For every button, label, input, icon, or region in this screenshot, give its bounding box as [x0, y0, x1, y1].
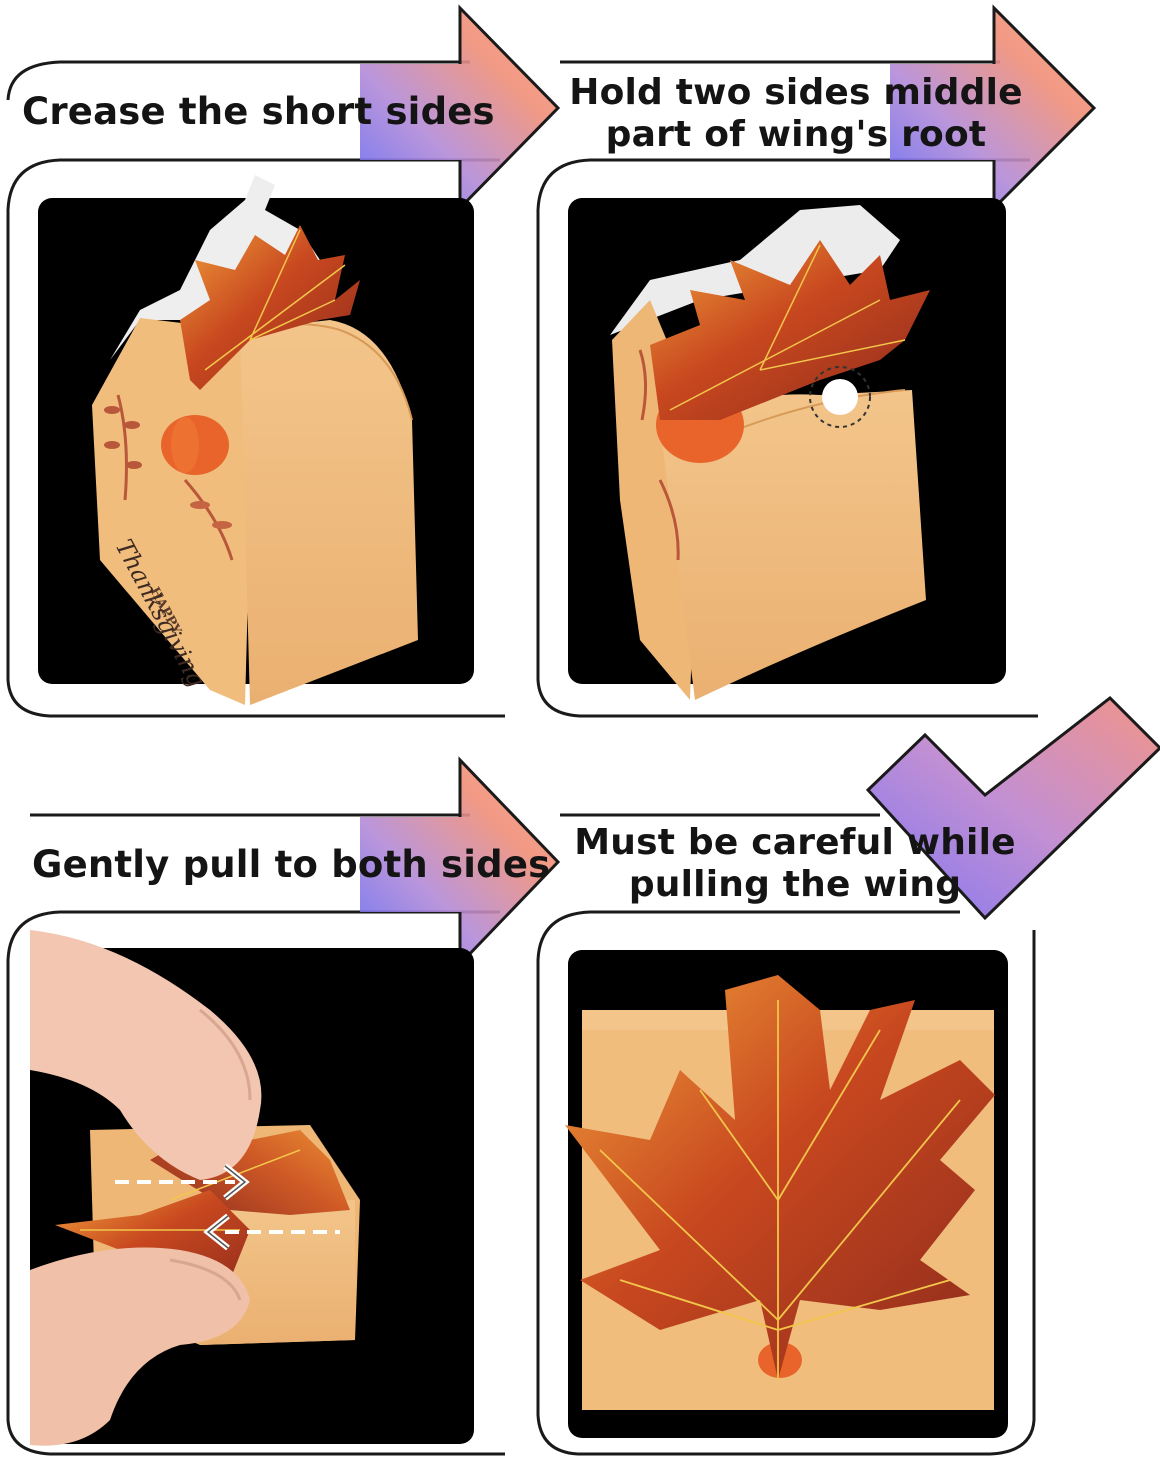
step-3-title: Gently pull to both sides	[32, 843, 551, 886]
step-1-arrow-icon	[360, 4, 561, 212]
step-4-panel	[536, 696, 1160, 1456]
step-2-arrow-icon	[890, 4, 1097, 212]
step-2-title-line-1: Hold two sides middle	[569, 72, 1023, 113]
pull-right-arrow-icon	[115, 1163, 250, 1201]
step-1-panel: HAPPY Thanksgiving	[6, 4, 561, 718]
check-mark-icon	[865, 696, 1160, 921]
hold-point-marker-icon	[809, 366, 871, 428]
step-4-frame	[536, 813, 1036, 1456]
hand-top	[30, 930, 262, 1180]
step-4-box-illustration	[565, 975, 995, 1410]
step-3-arrow-icon	[360, 756, 561, 968]
step-3-frame	[6, 813, 505, 1456]
step-2-title: Hold two sides middle part of wing's roo…	[566, 72, 1026, 156]
pull-left-arrow-icon	[203, 1213, 340, 1251]
step-1-frame	[6, 60, 505, 718]
step-2-title-line-2: part of wing's root	[605, 114, 987, 155]
step-4-title-line-1: Must be careful while	[574, 822, 1016, 863]
hand-bottom	[30, 1247, 250, 1446]
step-1-box-illustration: HAPPY Thanksgiving	[92, 175, 418, 705]
step-1-title: Crease the short sides	[22, 90, 495, 133]
step-2-frame	[536, 60, 1038, 718]
leaf-veins	[599, 1000, 961, 1380]
step-2-box-illustration	[610, 205, 930, 700]
step-3-box-illustration	[30, 930, 360, 1446]
step-3-panel	[6, 756, 561, 1456]
step-2-panel	[536, 4, 1097, 718]
step-4-title-line-2: pulling the wing	[628, 864, 962, 905]
step-4-title: Must be careful while pulling the wing	[570, 822, 1020, 906]
